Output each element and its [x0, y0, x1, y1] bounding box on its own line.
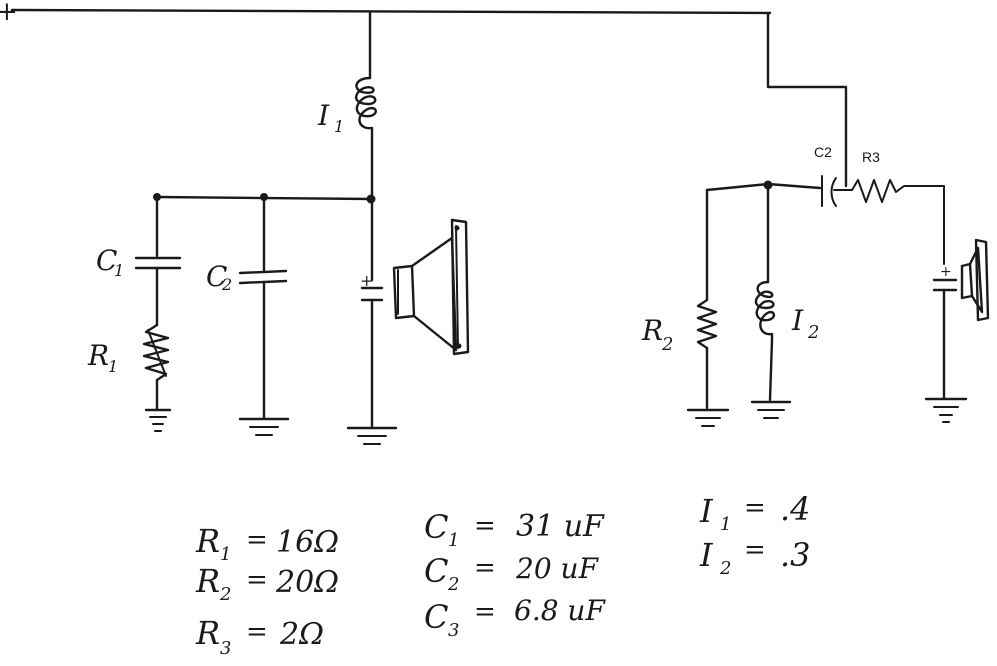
inductor-i2-coil: [754, 280, 776, 342]
value-sub: 2: [719, 558, 731, 579]
capacitor-c1-sub: 1: [114, 261, 124, 280]
resistor-r3-label: R3: [862, 149, 880, 165]
component-values-list: R 1 = 16Ω R 2 = 20Ω R 3 = 2Ω C 1 = 31 uF…: [195, 490, 811, 659]
capacitor-c2-right-plate: [830, 177, 837, 207]
speaker-icon: [392, 218, 470, 356]
value-equals: =: [474, 553, 496, 583]
value-entry-c1: C 1 = 31 uF: [424, 508, 605, 551]
value-text: 6.8 uF: [514, 594, 606, 627]
value-text: 31 uF: [516, 509, 605, 544]
capacitor-c2-left-sub: 2: [221, 275, 232, 294]
value-equals: =: [246, 617, 268, 647]
value-text: 20Ω: [275, 565, 339, 600]
inductor-i1-sub: 1: [334, 117, 344, 136]
value-text: .4: [780, 490, 811, 528]
value-entry-i2: I 2 = .3: [699, 535, 811, 579]
value-name: R: [195, 614, 220, 652]
value-entry-r1: R 1 = 16Ω: [195, 522, 339, 565]
value-text: .3: [780, 536, 811, 574]
ground-icon: [346, 426, 398, 445]
capacitor-c2-right-label: C2: [814, 144, 832, 160]
inductor-i1-coil: [355, 76, 377, 136]
value-equals: =: [744, 493, 766, 523]
value-name: R: [195, 562, 220, 600]
value-name: R: [195, 522, 220, 560]
supply-plus-label: +: [0, 0, 18, 27]
resistor-r3-zigzag: [851, 179, 945, 265]
value-name: I: [699, 536, 714, 574]
value-equals: =: [474, 597, 496, 627]
value-entry-c3: C 3 = 6.8 uF: [424, 594, 606, 641]
value-name: C: [424, 508, 448, 546]
value-text: 16Ω: [276, 525, 339, 560]
value-text: 20 uF: [515, 552, 600, 585]
resistor-r1-sub: 1: [108, 357, 118, 376]
resistor-r2-label: R: [641, 314, 663, 347]
value-equals: =: [744, 535, 766, 565]
value-sub: 2: [219, 584, 231, 605]
value-entry-c2: C 2 = 20 uF: [424, 552, 600, 595]
value-name: I: [699, 492, 714, 530]
resistor-r2-zigzag: [696, 298, 718, 350]
value-sub: 1: [720, 514, 731, 535]
inductor-i2-sub: 2: [807, 322, 819, 343]
right-bus-wire: [705, 182, 822, 192]
i2-lower-lead: [768, 338, 774, 402]
value-equals: =: [246, 565, 268, 595]
resistor-r1-shade: [147, 329, 167, 377]
top-rail-wire: [10, 8, 772, 15]
value-sub: 3: [220, 638, 231, 659]
value-entry-r3: R 3 = 2Ω: [195, 614, 324, 659]
value-equals: =: [246, 525, 268, 555]
polarity-plus-mark: +: [940, 264, 952, 280]
inductor-i2-label: I: [791, 304, 804, 337]
capacitor-c2-left-label: C: [206, 260, 227, 293]
resistor-r1-label: R: [87, 339, 109, 372]
value-sub: 2: [447, 574, 459, 595]
ground-icon: [686, 408, 730, 427]
capacitor-c1-label: C: [96, 244, 117, 277]
value-text: 2Ω: [279, 617, 324, 652]
ground-icon: [750, 400, 792, 419]
value-entry-r2: R 2 = 20Ω: [195, 562, 339, 605]
right-feed-wire: [766, 11, 848, 188]
ground-icon: [144, 408, 172, 432]
resistor-r2-sub: 2: [661, 334, 673, 355]
value-sub: 3: [448, 620, 459, 641]
value-equals: =: [474, 511, 496, 541]
value-name: C: [424, 598, 448, 636]
capacitor-c2-left-plate: [238, 269, 288, 275]
value-sub: 1: [448, 530, 459, 551]
value-name: C: [424, 552, 448, 590]
polarity-plus-mark: +: [360, 271, 373, 290]
value-sub: 1: [220, 544, 231, 565]
value-entry-i1: I 1 = .4: [699, 490, 811, 535]
ground-icon: [238, 417, 290, 436]
speaker-icon: [960, 238, 990, 322]
ground-icon: [924, 397, 968, 423]
inductor-i1-label: I: [317, 99, 330, 132]
